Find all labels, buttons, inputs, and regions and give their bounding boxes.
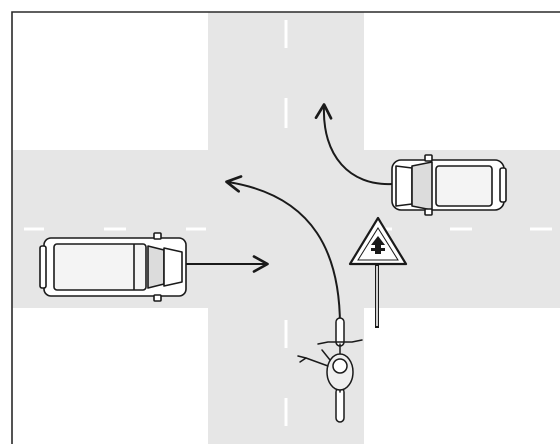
car-right-hood <box>395 165 413 207</box>
bicycle-rear-wheel <box>335 387 345 423</box>
van-left-hood <box>163 247 183 287</box>
block-bottom-right <box>364 308 560 444</box>
van-left-rear-bumper <box>39 245 47 289</box>
block-top-right <box>364 12 560 150</box>
cyclist-left-arm-signal <box>305 357 329 367</box>
van-left-windshield <box>147 245 165 289</box>
van-left-roof <box>53 243 147 291</box>
car-right-path-arrow <box>314 103 393 186</box>
cyclist-right-arm <box>321 349 331 361</box>
bicycle-handlebar <box>317 339 363 345</box>
car-right-windshield <box>411 161 433 211</box>
car-right <box>391 154 507 216</box>
car-right-rear-bumper <box>499 167 507 203</box>
car-right-mirror-bottom <box>424 208 433 216</box>
frame-border <box>11 11 560 444</box>
cyclist-head <box>332 358 348 374</box>
cyclist-hand <box>297 355 307 363</box>
priority-road-ahead-icon <box>371 236 385 254</box>
priority-road-sign <box>348 216 408 328</box>
lane-markings <box>24 20 552 426</box>
car-right-mirror-top <box>424 154 433 162</box>
van-left-mirror-bottom <box>153 294 162 302</box>
block-top-left <box>12 12 208 150</box>
van-left <box>39 232 187 302</box>
cyclist-path-arrow <box>225 175 341 327</box>
cyclist <box>297 317 363 423</box>
van-left-mirror-top <box>153 232 162 240</box>
roads <box>12 12 560 444</box>
block-bottom-left <box>12 308 208 444</box>
car-right-roof <box>435 165 493 207</box>
